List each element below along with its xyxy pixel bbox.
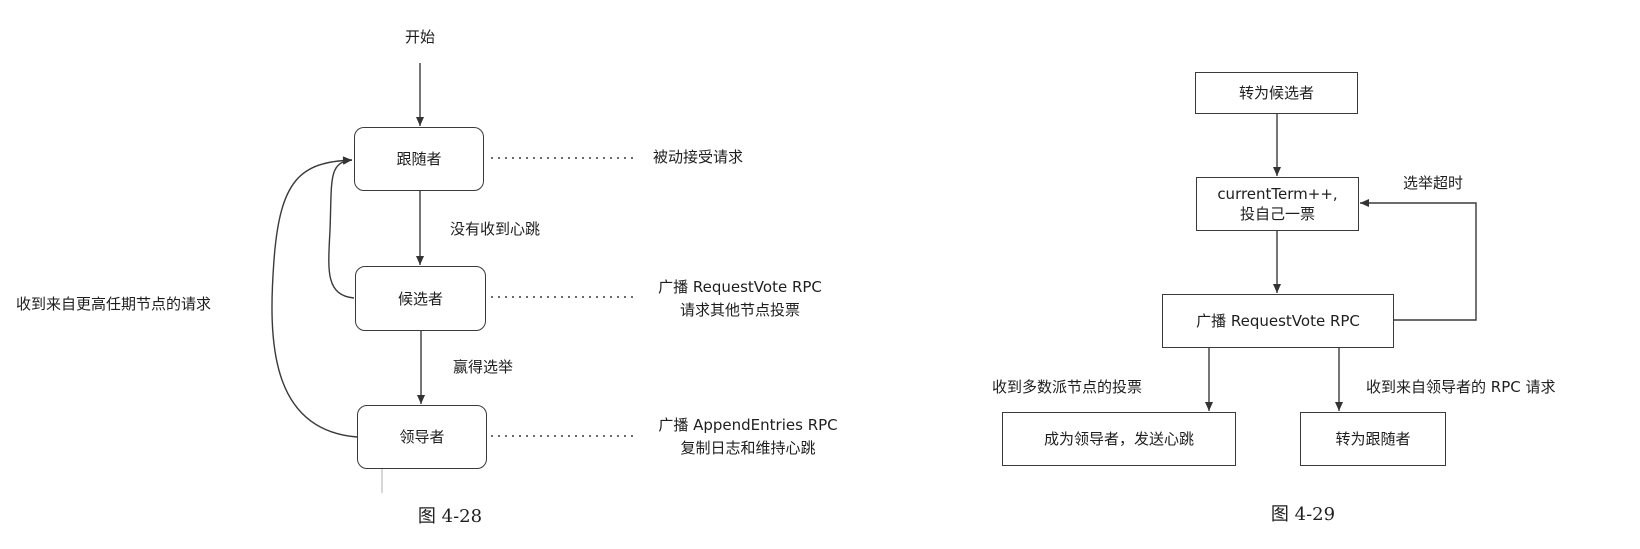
note-leader-line2: 复制日志和维持心跳 — [680, 439, 816, 457]
node-increment-term-line2: 投自己一票 — [1239, 205, 1315, 223]
note-candidate-line2: 请求其他节点投票 — [679, 301, 801, 319]
node-follower: 跟随者 — [354, 127, 484, 191]
node-broadcast-requestvote: 广播 RequestVote RPC — [1162, 294, 1394, 348]
edge-label-majority-votes: 收到多数派节点的投票 — [992, 378, 1143, 396]
node-to-follower: 转为跟随者 — [1300, 412, 1446, 466]
node-become-leader: 成为领导者，发送心跳 — [1002, 412, 1236, 466]
node-follower-label: 跟随者 — [396, 150, 442, 168]
caption-fig-4-28: 图 4-28 — [417, 506, 483, 527]
node-broadcast-label: 广播 RequestVote RPC — [1196, 312, 1360, 330]
edge-label-no-heartbeat: 没有收到心跳 — [450, 220, 541, 238]
note-follower: 被动接受请求 — [653, 148, 744, 166]
node-increment-term: currentTerm++, 投自己一票 — [1196, 177, 1359, 231]
edge-label-rpc-from-leader: 收到来自领导者的 RPC 请求 — [1366, 378, 1556, 396]
edge-label-election-timeout: 选举超时 — [1403, 174, 1464, 192]
node-to-candidate: 转为候选者 — [1195, 72, 1358, 114]
node-to-follower-label: 转为跟随者 — [1335, 430, 1411, 448]
note-leader-line1: 广播 AppendEntries RPC — [658, 416, 838, 434]
arrow-leader-to-follower — [271, 156, 358, 438]
caption-fig-4-29: 图 4-29 — [1270, 504, 1336, 525]
arrow-timeout-loop — [1360, 199, 1477, 321]
node-become-leader-label: 成为领导者，发送心跳 — [1043, 430, 1194, 448]
node-leader: 领导者 — [357, 405, 487, 469]
edge-label-win-election: 赢得选举 — [453, 358, 514, 376]
note-candidate-line1: 广播 RequestVote RPC — [658, 278, 822, 296]
node-increment-term-line1: currentTerm++, — [1217, 185, 1338, 203]
start-label: 开始 — [404, 28, 436, 46]
node-candidate-label: 候选者 — [397, 289, 443, 308]
node-leader-label: 领导者 — [399, 428, 445, 446]
arrow-candidate-to-follower — [328, 156, 355, 299]
node-candidate: 候选者 — [355, 266, 486, 331]
edge-label-higher-term: 收到来自更高任期节点的请求 — [16, 295, 212, 313]
node-to-candidate-label: 转为候选者 — [1238, 84, 1314, 102]
